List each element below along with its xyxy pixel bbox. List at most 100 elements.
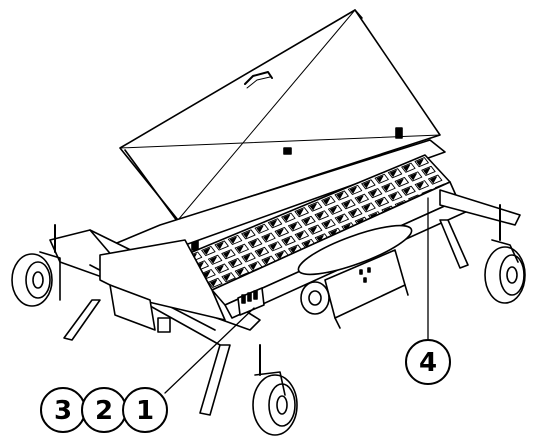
grate-cell-mark	[316, 235, 324, 242]
grate-cell-mark	[349, 186, 357, 194]
grate-cell-mark	[210, 279, 218, 287]
grate-cell	[381, 182, 396, 193]
grate-cell-mark	[243, 231, 251, 238]
grate-cell	[428, 174, 443, 185]
grate-cell	[201, 246, 216, 257]
grate-cell	[341, 199, 356, 210]
grate-cell	[387, 168, 403, 179]
callout-3: 3	[40, 387, 86, 433]
grate-cell	[221, 249, 236, 260]
grate-cell-mark	[310, 226, 317, 234]
grate-cell	[321, 219, 336, 230]
grate-cell	[401, 185, 416, 196]
grate-cell-mark	[403, 187, 411, 195]
grate-cell-mark	[243, 254, 251, 262]
grate-cell-mark	[416, 181, 424, 189]
grate-cell-mark	[249, 239, 257, 247]
grate-cell-mark	[263, 234, 271, 242]
grate-cell-mark	[376, 198, 384, 206]
grate-cell	[354, 193, 369, 204]
grate-cell-mark	[383, 184, 391, 192]
grate-cell	[327, 204, 343, 215]
grate-cell-mark	[323, 220, 331, 228]
grate-cell	[307, 201, 323, 212]
grate-cell-mark	[290, 246, 298, 254]
callout-leaders	[164, 197, 429, 394]
grate-cell	[374, 173, 389, 184]
grate-cell	[261, 232, 276, 243]
grate-cell-mark	[283, 237, 291, 245]
grate-cell	[348, 207, 363, 219]
grate-cell-mark	[256, 225, 264, 233]
grate-cell-mark	[269, 219, 277, 227]
svg-text:2: 2	[95, 396, 113, 426]
left-bracket	[109, 284, 171, 333]
grate-cell-mark	[330, 229, 338, 237]
grate-cell-mark	[216, 242, 224, 250]
callout-1: 1	[122, 387, 168, 433]
grate-cell	[274, 226, 289, 238]
grate-cell	[374, 196, 390, 207]
grate-cell-mark	[236, 245, 244, 253]
grate-cell-mark	[203, 247, 211, 255]
svg-text:4: 4	[419, 348, 437, 378]
control-box	[237, 287, 265, 316]
grate-cell-mark	[296, 208, 304, 216]
grate-cell-mark	[303, 217, 311, 225]
grate-cell	[287, 221, 303, 232]
grate-cell-mark	[316, 212, 324, 219]
grate-cell-mark	[423, 167, 431, 175]
grate-cell	[361, 202, 376, 213]
grate-cell	[388, 191, 403, 202]
grate-cell	[334, 213, 350, 224]
grate-cell	[247, 238, 263, 249]
grate-cell	[334, 190, 349, 201]
grate-cell	[267, 218, 283, 229]
grate-cell	[294, 207, 309, 218]
grate-cell	[401, 162, 416, 173]
grate-cell	[268, 241, 283, 252]
grate-cell	[414, 180, 430, 191]
grate-cell-mark	[216, 265, 224, 273]
grate-cell-mark	[303, 240, 311, 248]
grate-cell-mark	[389, 169, 397, 177]
grate-cell-mark	[416, 158, 424, 166]
grate-cell-mark	[223, 250, 231, 258]
grate-cell	[367, 188, 383, 199]
grate-cell	[361, 179, 376, 190]
grate-cell-mark	[403, 164, 411, 172]
grate-cell-mark	[209, 256, 217, 264]
grate-cell-mark	[336, 215, 344, 223]
caster-wheel-left	[11, 224, 61, 307]
grate-cell	[221, 272, 236, 283]
hood-lid	[119, 9, 441, 226]
grate-cell-mark	[356, 195, 364, 203]
grate-cell	[241, 229, 256, 240]
grate-cell-mark	[369, 189, 377, 197]
grate-cell-mark	[350, 209, 357, 217]
grate-cell	[347, 184, 363, 195]
grate-cell	[421, 165, 436, 176]
grate-cell	[321, 196, 336, 207]
callout-4: 4	[405, 339, 451, 385]
grate-cell	[301, 215, 316, 226]
grate-cell-mark	[289, 223, 297, 231]
callout-2: 2	[81, 387, 127, 433]
grate-cell	[414, 157, 429, 168]
grate-cell-mark	[270, 243, 277, 250]
grate-cell	[281, 212, 296, 223]
grate-cell	[227, 234, 243, 245]
motor-unit	[297, 224, 413, 329]
grate-cell-mark	[230, 259, 237, 267]
grate-cell-mark	[363, 204, 371, 212]
grate-cell	[281, 235, 296, 246]
grate-cell-mark	[409, 173, 417, 181]
grate-cell-mark	[263, 257, 271, 265]
grate-cell-mark	[250, 262, 258, 270]
hood-side-panel	[99, 239, 226, 321]
caster-wheel-front	[252, 344, 298, 436]
grate-cell-mark	[236, 268, 244, 276]
grate-cell-mark	[363, 181, 371, 188]
grate-cell-mark	[430, 176, 437, 184]
